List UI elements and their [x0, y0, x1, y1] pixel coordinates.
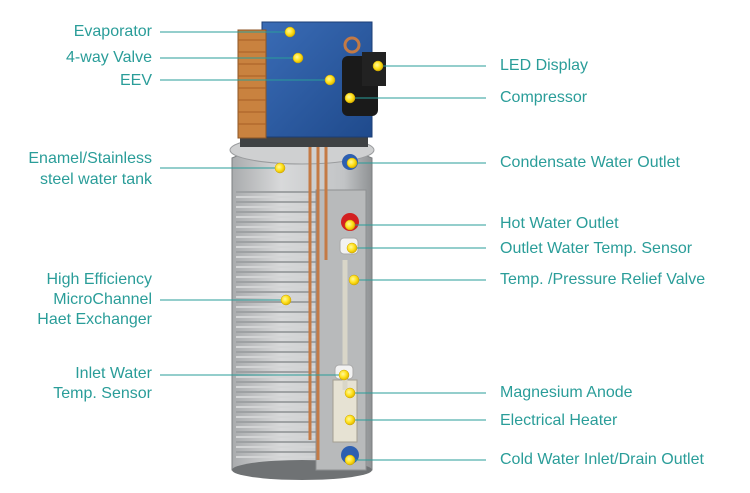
label-hot-water-outlet: Hot Water Outlet — [500, 215, 619, 232]
label-electrical-heater: Electrical Heater — [500, 412, 618, 429]
leader-lines — [160, 31, 486, 461]
tank-cutaway — [315, 189, 367, 471]
callout-markers — [274, 26, 384, 466]
heat-pump-unit — [237, 21, 386, 147]
label-outlet-temp-sensor: Outlet Water Temp. Sensor — [500, 240, 693, 257]
label-evaporator: Evaporator — [73, 23, 152, 40]
label-relief-valve: Temp. /Pressure Relief Valve — [500, 271, 706, 288]
label-compressor: Compressor — [500, 89, 588, 106]
heat-exchanger-coil — [236, 191, 316, 458]
label-inlet-sensor-line2: Temp. Sensor — [53, 385, 152, 402]
label-heat-exchanger-line3: Haet Exchanger — [37, 311, 152, 328]
label-eev: EEV — [119, 72, 152, 89]
label-water-tank-line2: steel water tank — [39, 171, 152, 188]
evaporator-fins — [237, 29, 267, 139]
label-magnesium-anode: Magnesium Anode — [500, 384, 633, 401]
label-led-display: LED Display — [500, 57, 589, 74]
label-cold-water-inlet: Cold Water Inlet/Drain Outlet — [500, 451, 704, 468]
label-heat-exchanger-line2: MicroChannel — [53, 291, 152, 308]
label-water-tank-line1: Enamel/Stainless — [28, 150, 152, 167]
label-heat-exchanger-line1: High Efficiency — [46, 271, 152, 288]
label-inlet-sensor-line1: Inlet Water — [75, 365, 152, 382]
label-4-way-valve: 4-way Valve — [66, 49, 152, 66]
label-condensate-outlet: Condensate Water Outlet — [500, 154, 680, 171]
